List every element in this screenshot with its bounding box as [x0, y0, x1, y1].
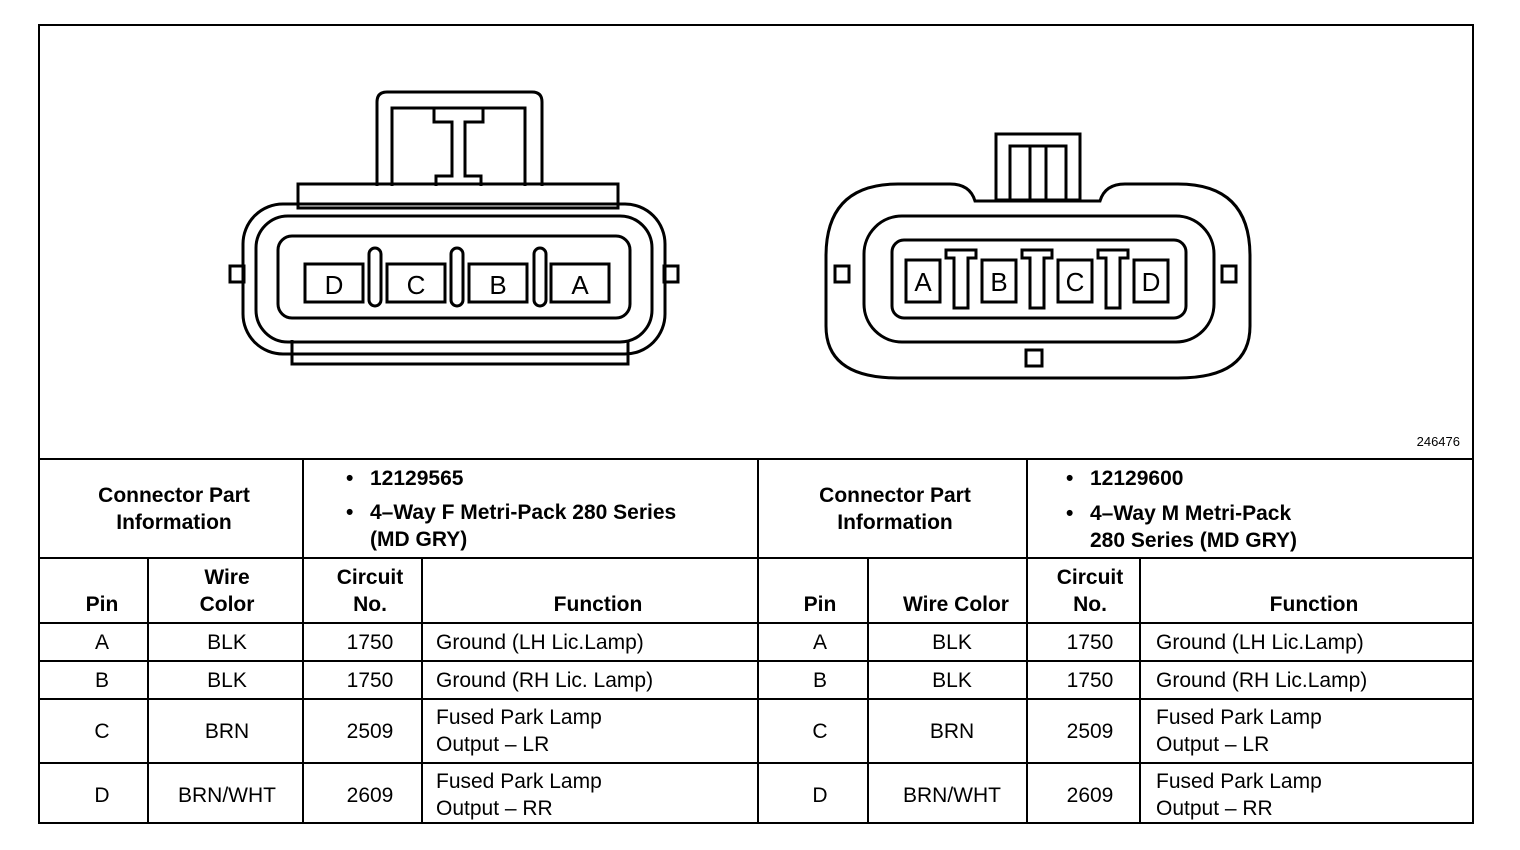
pinout-table: Connector Part Information Connector Par… — [40, 458, 1472, 822]
male-pin-label: A — [914, 267, 932, 297]
female-pin-label: B — [489, 270, 506, 300]
cell-pin: C — [94, 720, 109, 743]
col-head-function: Function — [554, 593, 643, 616]
col-head-wire: Wire — [204, 566, 249, 589]
cell-circuit: 2509 — [1067, 720, 1114, 743]
cell-wire: BLK — [207, 631, 247, 654]
col-head-circuit: No. — [1073, 593, 1107, 616]
connector-part-label: Connector Part — [819, 484, 971, 507]
col-head-circuit: Circuit — [1057, 566, 1124, 589]
cell-function: Output – RR — [1156, 797, 1273, 820]
cell-pin: A — [813, 631, 827, 654]
cell-circuit: 2609 — [347, 784, 394, 807]
cell-circuit: 1750 — [347, 669, 394, 692]
col-head-pin: Pin — [804, 593, 837, 616]
connector-part-label: Information — [116, 511, 232, 534]
cell-function: Output – RR — [436, 797, 553, 820]
bullet: • — [1066, 502, 1073, 525]
cell-wire: BRN — [930, 720, 974, 743]
cell-function: Fused Park Lamp — [436, 706, 602, 729]
col-head-pin: Pin — [86, 593, 119, 616]
figure-id: 246476 — [1416, 434, 1460, 449]
cell-pin: B — [813, 669, 827, 692]
cell-wire: BRN — [205, 720, 249, 743]
bullet: • — [1066, 467, 1073, 490]
male-pin-label: C — [1066, 267, 1085, 297]
cell-function: Fused Park Lamp — [436, 770, 602, 793]
cell-function: Output – LR — [436, 733, 549, 756]
cell-function: Fused Park Lamp — [1156, 706, 1322, 729]
bullet: • — [346, 467, 353, 490]
cell-wire: BRN/WHT — [178, 784, 276, 807]
connector-diagram: D C B A A B C D — [228, 90, 1252, 380]
male-pin-label: D — [1142, 267, 1161, 297]
cell-circuit: 1750 — [347, 631, 394, 654]
cell-pin: A — [95, 631, 109, 654]
cell-function: Ground (LH Lic.Lamp) — [1156, 631, 1364, 654]
cell-pin: B — [95, 669, 109, 692]
female-pin-label: A — [571, 270, 589, 300]
cell-pin: C — [812, 720, 827, 743]
part-color: (MD GRY) — [370, 528, 467, 551]
male-connector-drawing — [824, 132, 1252, 380]
col-head-wire: Wire Color — [903, 593, 1009, 616]
cell-circuit: 2509 — [347, 720, 394, 743]
cell-circuit: 1750 — [1067, 631, 1114, 654]
cell-wire: BLK — [932, 631, 972, 654]
female-pin-label: C — [407, 270, 426, 300]
cell-wire: BLK — [207, 669, 247, 692]
cell-wire: BRN/WHT — [903, 784, 1001, 807]
part-color: 280 Series (MD GRY) — [1090, 529, 1297, 552]
female-pin-label: D — [325, 270, 344, 300]
cell-function: Ground (LH Lic.Lamp) — [436, 631, 644, 654]
cell-function: Ground (RH Lic. Lamp) — [436, 669, 653, 692]
cell-function: Ground (RH Lic.Lamp) — [1156, 669, 1367, 692]
cell-pin: D — [812, 784, 827, 807]
part-description: 4–Way F Metri-Pack 280 Series — [370, 501, 676, 524]
col-head-function: Function — [1270, 593, 1359, 616]
connector-part-label: Connector Part — [98, 484, 250, 507]
col-head-circuit: No. — [353, 593, 387, 616]
connector-part-label: Information — [837, 511, 953, 534]
cell-function: Fused Park Lamp — [1156, 770, 1322, 793]
part-description: 4–Way M Metri-Pack — [1090, 502, 1291, 525]
male-pin-label: B — [990, 267, 1007, 297]
cell-circuit: 1750 — [1067, 669, 1114, 692]
connector-sheet: D C B A A B C D 246476 — [38, 24, 1474, 824]
bullet: • — [346, 501, 353, 524]
cell-pin: D — [94, 784, 109, 807]
cell-wire: BLK — [932, 669, 972, 692]
female-connector-drawing — [228, 90, 680, 366]
col-head-wire: Color — [200, 593, 255, 616]
col-head-circuit: Circuit — [337, 566, 404, 589]
part-number: 12129565 — [370, 467, 464, 490]
part-number: 12129600 — [1090, 467, 1183, 490]
cell-function: Output – LR — [1156, 733, 1269, 756]
cell-circuit: 2609 — [1067, 784, 1114, 807]
